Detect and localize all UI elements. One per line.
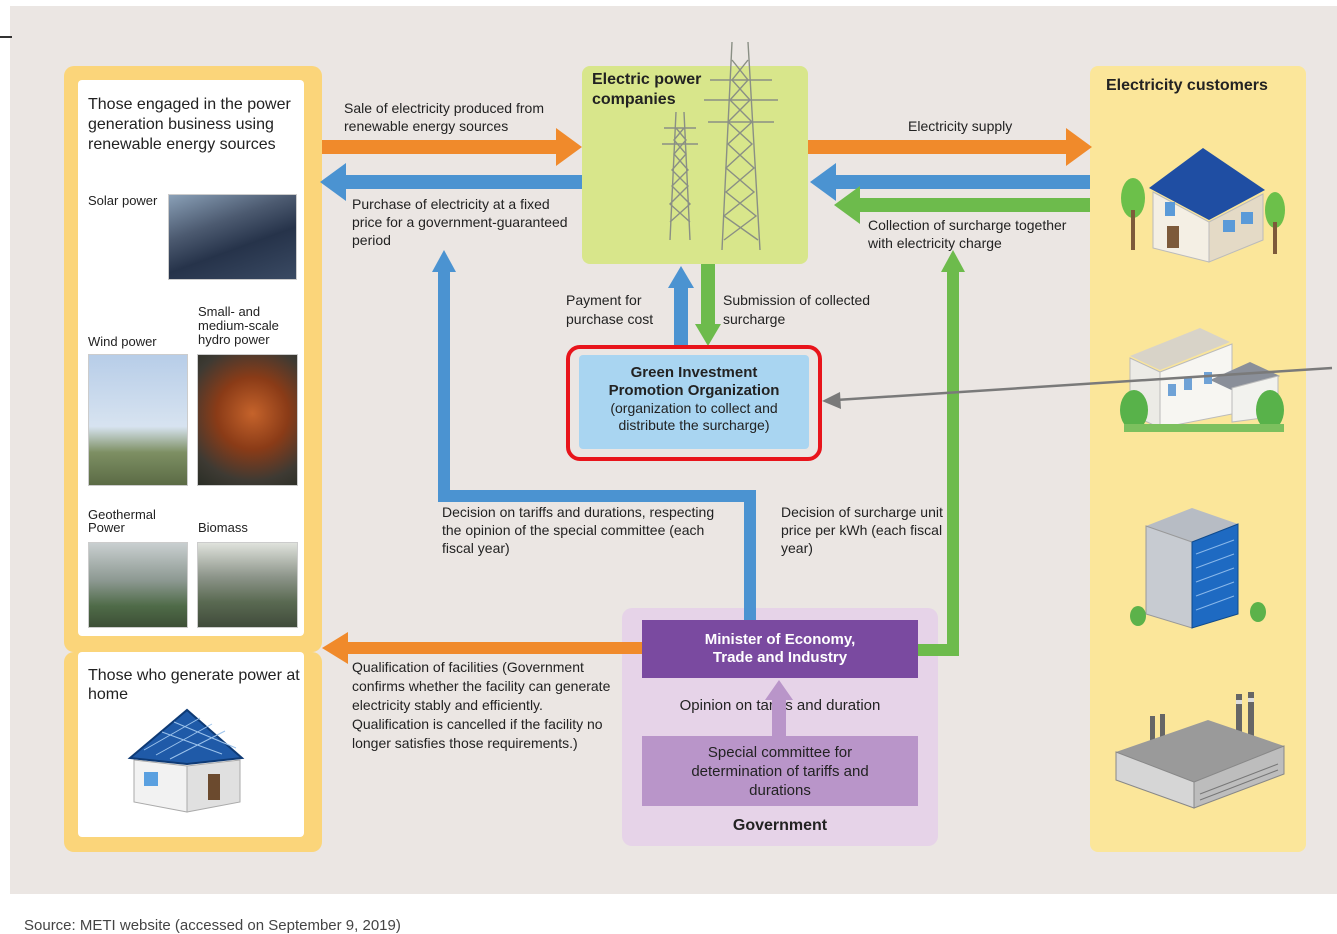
sale-arrow: [322, 140, 558, 154]
biomass-photo: [197, 542, 298, 628]
corner-mark: [0, 36, 12, 38]
collection-arrowhead: [834, 186, 860, 224]
minister-label: Minister of Economy, Trade and Industry: [704, 631, 856, 666]
tariff-decision-label: Decision on tariffs and durations, respe…: [442, 504, 715, 556]
utility-title: Electric power companies: [592, 71, 702, 108]
solar-photo: [168, 194, 297, 280]
geothermal-label: Geothermal Power: [88, 507, 156, 535]
customer-payment-arrow: [834, 175, 1090, 189]
tariff-decision-line: [438, 270, 756, 620]
customers-title: Electricity customers: [1106, 77, 1268, 94]
purchase-arrowhead: [320, 163, 346, 201]
factory-icon: [1115, 692, 1285, 809]
house-icon: [1121, 148, 1285, 263]
footer: Source: METI website (accessed on Septem…: [0, 896, 1337, 934]
government-label: Government: [732, 817, 828, 834]
qualification-arrow: [346, 642, 642, 654]
surcharge-decision-label: Decision of surcharge unit price per kWh…: [781, 504, 943, 556]
pointer-line: [835, 366, 1333, 402]
wind-label: Wind power: [88, 334, 157, 349]
gipo-desc-1: (organization to collect and: [610, 400, 778, 416]
producers-title: Those engaged in the power generation bu…: [88, 96, 291, 153]
purchase-label: Purchase of electricity at a fixed price…: [352, 196, 568, 248]
submission-label: Submission of collected surcharge: [723, 292, 871, 327]
committee-label: Special committee for determination of t…: [691, 743, 869, 799]
solar-label: Solar power: [88, 193, 158, 208]
utility-panel: [582, 66, 808, 264]
source-note: Source: METI website (accessed on Septem…: [24, 917, 401, 934]
gipo-name-2: Promotion Organization: [608, 382, 780, 399]
transmission-tower-icon: [662, 41, 778, 251]
qualification-label: Qualification of facilities (Government …: [352, 659, 611, 751]
payment-arrowhead: [668, 266, 694, 288]
opinion-arrowhead: [765, 680, 793, 700]
apartment-icon: [1120, 328, 1284, 432]
tariff-decision-arrowhead: [432, 250, 456, 272]
hydro-label: Small- and medium-scale hydro power: [198, 304, 279, 347]
home-title: Those who generate power at home: [88, 667, 300, 703]
gipo-box: [579, 355, 809, 449]
customer-payment-arrowhead: [810, 163, 836, 201]
biomass-label: Biomass: [198, 520, 248, 535]
hydro-photo: [197, 354, 298, 486]
supply-arrowhead: [1066, 128, 1092, 166]
sale-arrowhead: [556, 128, 582, 166]
gipo-name-1: Green Investment: [630, 364, 758, 381]
payment-arrow: [674, 286, 688, 346]
purchase-arrow: [344, 175, 582, 189]
surcharge-decision-arrowhead: [941, 250, 965, 272]
submission-arrowhead: [695, 324, 721, 346]
submission-arrow: [701, 264, 715, 326]
supply-arrow: [808, 140, 1068, 154]
committee-box: Special committee for determination of t…: [642, 736, 918, 806]
surcharge-decision-line: [918, 270, 959, 656]
payment-label: Payment for purchase cost: [566, 292, 654, 327]
geothermal-photo: [88, 542, 188, 628]
minister-box: Minister of Economy, Trade and Industry: [642, 620, 918, 678]
qualification-arrowhead: [322, 632, 348, 664]
sale-label: Sale of electricity produced from renewa…: [344, 100, 544, 134]
solar-house-icon: [127, 708, 245, 813]
opinion-arrow: [772, 698, 786, 736]
gipo-desc-2: distribute the surcharge): [618, 417, 770, 433]
collection-arrow: [858, 198, 1090, 212]
collection-label: Collection of surcharge together with el…: [868, 217, 1067, 251]
pointer-arrow-icon: [822, 392, 841, 409]
wind-photo: [88, 354, 188, 486]
office-building-icon: [1130, 508, 1266, 629]
supply-label: Electricity supply: [908, 118, 1013, 134]
